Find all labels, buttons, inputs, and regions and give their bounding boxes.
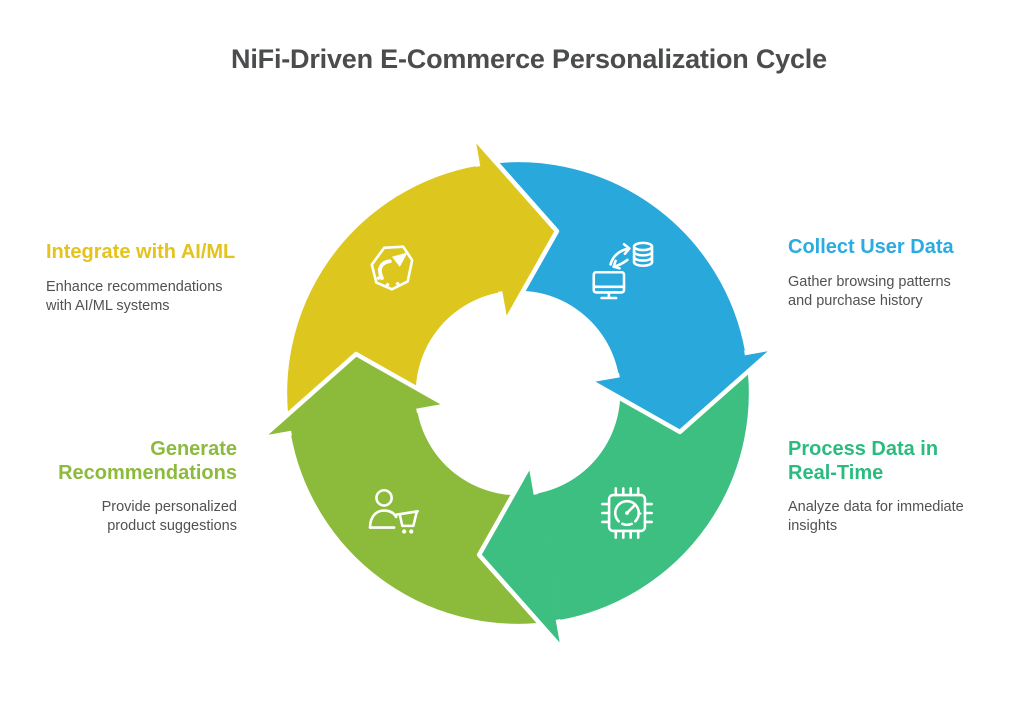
cycle-arrowhead-join-generate-recommendations bbox=[291, 408, 418, 436]
page-title: NiFi-Driven E-Commerce Personalization C… bbox=[231, 44, 827, 74]
heading-collect-user-data: Collect User Data bbox=[788, 236, 954, 258]
cycle-arrowhead-join-process-data-in-real-time bbox=[533, 493, 561, 620]
user-cart-icon bbox=[368, 488, 419, 534]
heading-process-data-in-real-time: Process Data in Real-Time bbox=[788, 438, 939, 484]
description-integrate-with-ai-ml: Enhance recommendations with AI/ML syste… bbox=[46, 278, 223, 314]
description-collect-user-data: Gather browsing patterns and purchase hi… bbox=[788, 273, 951, 309]
label-block-process-data-in-real-time: Process Data in Real-Time Analyze data f… bbox=[788, 438, 1010, 537]
heading-integrate-with-ai-ml: Integrate with AI/ML bbox=[46, 241, 236, 263]
map-arrow-icon bbox=[370, 245, 414, 291]
chip-gauge-icon bbox=[601, 487, 653, 539]
monitor-database-sync-icon bbox=[592, 241, 654, 300]
description-generate-recommendations: Provide personalized product suggestions bbox=[101, 499, 237, 535]
label-block-collect-user-data: Collect User Data Gather browsing patter… bbox=[788, 236, 1020, 311]
cycle-arrowhead-join-collect-user-data bbox=[618, 350, 745, 378]
label-block-generate-recommendations: Generate Recommendations Provide persona… bbox=[18, 438, 237, 537]
label-block-integrate-with-ai-ml: Integrate with AI/ML Enhance recommendat… bbox=[46, 241, 308, 316]
description-process-data-in-real-time: Analyze data for immediate insights bbox=[788, 499, 964, 535]
cycle-arrowhead-join-integrate-with-ai-ml bbox=[475, 166, 503, 293]
heading-generate-recommendations: Generate Recommendations bbox=[58, 438, 237, 484]
